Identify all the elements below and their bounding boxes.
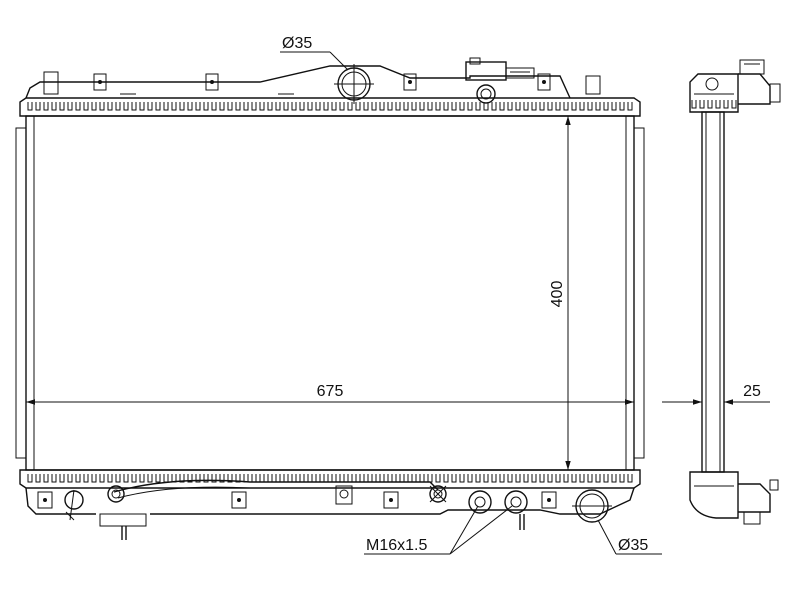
thread-fitting-right: [504, 490, 528, 514]
thread-callout: M16x1.5: [364, 505, 513, 555]
inlet-diameter-callout: Ø35: [280, 35, 349, 71]
thread-label: M16x1.5: [366, 537, 427, 554]
depth-dimension-label: 25: [743, 383, 761, 400]
radiator-core: [25, 115, 635, 471]
bottom-tank: [19, 469, 641, 540]
depth-dimension: 25: [662, 383, 770, 405]
top-tank: [19, 65, 641, 117]
height-dimension: 400: [549, 116, 571, 470]
outlet-diameter-label: Ø35: [618, 537, 648, 554]
height-dimension-label: 400: [549, 281, 566, 308]
inlet-pipe: [334, 64, 374, 104]
inlet-diameter-label: Ø35: [282, 35, 312, 52]
width-dimension-label: 675: [317, 383, 344, 400]
radiator-front-view: [15, 57, 645, 540]
filler-neck: [465, 57, 535, 104]
outlet-pipe: [572, 489, 612, 523]
thread-fitting-left: [468, 490, 492, 514]
outlet-diameter-callout: Ø35: [597, 519, 662, 555]
radiator-side-view: [689, 59, 781, 525]
width-dimension: 675: [26, 383, 634, 405]
